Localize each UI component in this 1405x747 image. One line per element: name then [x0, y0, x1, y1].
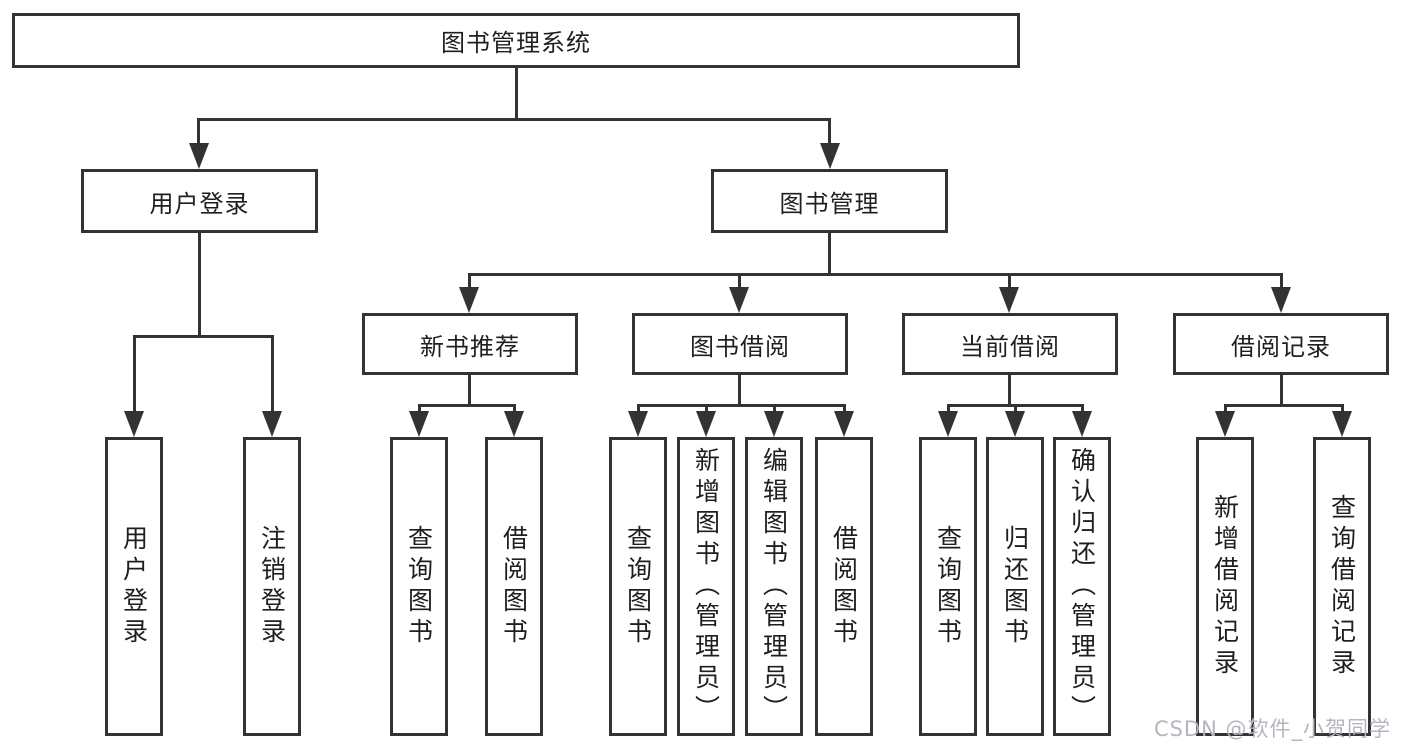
arrowhead-to-current-borrow — [999, 287, 1019, 313]
connector-book-borrow-split — [637, 404, 846, 407]
csdn-watermark: CSDN @软件_小贺同学 — [1153, 717, 1391, 741]
leaf-bb-edit-books-admin: 编辑图书（管理员） — [745, 437, 803, 736]
connector-drop-current-borrow — [1008, 273, 1011, 292]
node-label: 图书管理 — [779, 189, 880, 218]
node-label: 确认归还（管理员） — [1067, 447, 1097, 726]
arrowhead-to-book-borrow — [729, 287, 749, 313]
connector-drop-borrow-records — [1280, 273, 1283, 292]
node-label: 借阅图书 — [499, 524, 529, 649]
connector-drop-new-books — [468, 273, 471, 292]
leaf-nb-query-books: 查询图书 — [390, 437, 448, 736]
connector-root-split — [197, 118, 830, 121]
leaf-bb-add-books-admin: 新增图书（管理员） — [677, 437, 735, 736]
connector-current-borrow-stem — [1008, 375, 1011, 406]
connector-borrow-records-stem — [1280, 375, 1283, 406]
node-label: 查询图书 — [933, 524, 963, 649]
node-label: 编辑图书（管理员） — [759, 447, 789, 726]
arrowhead-bb-add — [696, 411, 716, 437]
connector-drop-br-query — [1341, 404, 1344, 416]
node-borrowing-records: 借阅记录 — [1173, 313, 1389, 375]
connector-book-mgmt-stem — [828, 233, 831, 275]
leaf-bb-query-books: 查询图书 — [609, 437, 667, 736]
node-new-book-recommend: 新书推荐 — [362, 313, 578, 375]
leaf-logout: 注销登录 — [243, 437, 301, 736]
leaf-br-query-record: 查询借阅记录 — [1313, 437, 1371, 736]
arrowhead-to-user-login — [189, 143, 209, 169]
arrowhead-to-book-mgmt — [820, 143, 840, 169]
node-book-borrowing: 图书借阅 — [632, 313, 848, 375]
node-label: 图书借阅 — [690, 332, 790, 361]
node-label: 借阅记录 — [1231, 332, 1331, 361]
connector-drop-cb-confirm — [1081, 404, 1084, 416]
node-label: 用户登录 — [119, 524, 149, 649]
arrowhead-to-new-books — [459, 287, 479, 313]
connector-drop-user-login — [197, 118, 200, 146]
connector-new-books-split — [418, 404, 516, 407]
arrowhead-to-borrow-records — [1271, 287, 1291, 313]
connector-drop-cb-return — [1014, 404, 1017, 416]
node-label: 查询图书 — [404, 524, 434, 649]
node-current-borrowing: 当前借阅 — [902, 313, 1118, 375]
connector-book-borrow-stem — [738, 375, 741, 406]
leaf-br-add-record: 新增借阅记录 — [1196, 437, 1254, 736]
arrowhead-nb-borrow — [504, 411, 524, 437]
connector-drop-book-borrow — [738, 273, 741, 292]
connector-user-login-stem — [198, 233, 201, 337]
arrowhead-bb-borrow — [834, 411, 854, 437]
leaf-cb-return-books: 归还图书 — [986, 437, 1044, 736]
connector-drop-cb-query — [947, 404, 950, 416]
node-label: 当前借阅 — [960, 332, 1060, 361]
node-label: 借阅图书 — [829, 524, 859, 649]
connector-drop-book-mgmt — [828, 118, 831, 146]
arrowhead-nb-query — [409, 411, 429, 437]
arrowhead-bb-query — [628, 411, 648, 437]
connector-drop-br-add — [1224, 404, 1227, 416]
connector-new-books-stem — [468, 375, 471, 406]
node-root-system: 图书管理系统 — [12, 13, 1020, 68]
node-label: 用户登录 — [149, 189, 250, 218]
leaf-bb-borrow-books: 借阅图书 — [815, 437, 873, 736]
node-label: 新增图书（管理员） — [691, 447, 721, 726]
leaf-user-login: 用户登录 — [105, 437, 163, 736]
connector-drop-nb-query — [418, 404, 421, 416]
connector-drop-bb-query — [637, 404, 640, 416]
arrowhead-bb-edit — [764, 411, 784, 437]
node-label: 图书管理系统 — [441, 29, 591, 57]
node-book-management: 图书管理 — [711, 169, 948, 233]
connector-root-stem — [515, 68, 518, 121]
leaf-nb-borrow-books: 借阅图书 — [485, 437, 543, 736]
node-label: 注销登录 — [257, 524, 287, 649]
connector-borrow-records-split — [1224, 404, 1343, 407]
leaf-cb-query-books: 查询图书 — [919, 437, 977, 736]
connector-user-login-split — [133, 335, 274, 338]
connector-drop-bb-edit — [773, 404, 776, 416]
arrowhead-br-query — [1332, 411, 1352, 437]
arrowhead-cb-query — [938, 411, 958, 437]
node-label: 新书推荐 — [420, 332, 520, 361]
arrowhead-cb-confirm — [1072, 411, 1092, 437]
node-label: 新增借阅记录 — [1210, 493, 1240, 680]
node-user-login: 用户登录 — [81, 169, 318, 233]
node-label: 查询图书 — [623, 524, 653, 649]
arrowhead-leaf-login — [124, 411, 144, 437]
arrowhead-br-add — [1215, 411, 1235, 437]
connector-drop-leaf-login — [133, 335, 136, 414]
connector-drop-bb-add — [705, 404, 708, 416]
leaf-cb-confirm-return-admin: 确认归还（管理员） — [1053, 437, 1111, 736]
connector-drop-bb-borrow — [843, 404, 846, 416]
connector-drop-nb-borrow — [513, 404, 516, 416]
node-label: 查询借阅记录 — [1327, 493, 1357, 680]
node-label: 归还图书 — [1000, 524, 1030, 649]
connector-drop-leaf-logout — [271, 335, 274, 414]
arrowhead-cb-return — [1005, 411, 1025, 437]
connector-book-mgmt-split — [468, 273, 1282, 276]
arrowhead-leaf-logout — [262, 411, 282, 437]
